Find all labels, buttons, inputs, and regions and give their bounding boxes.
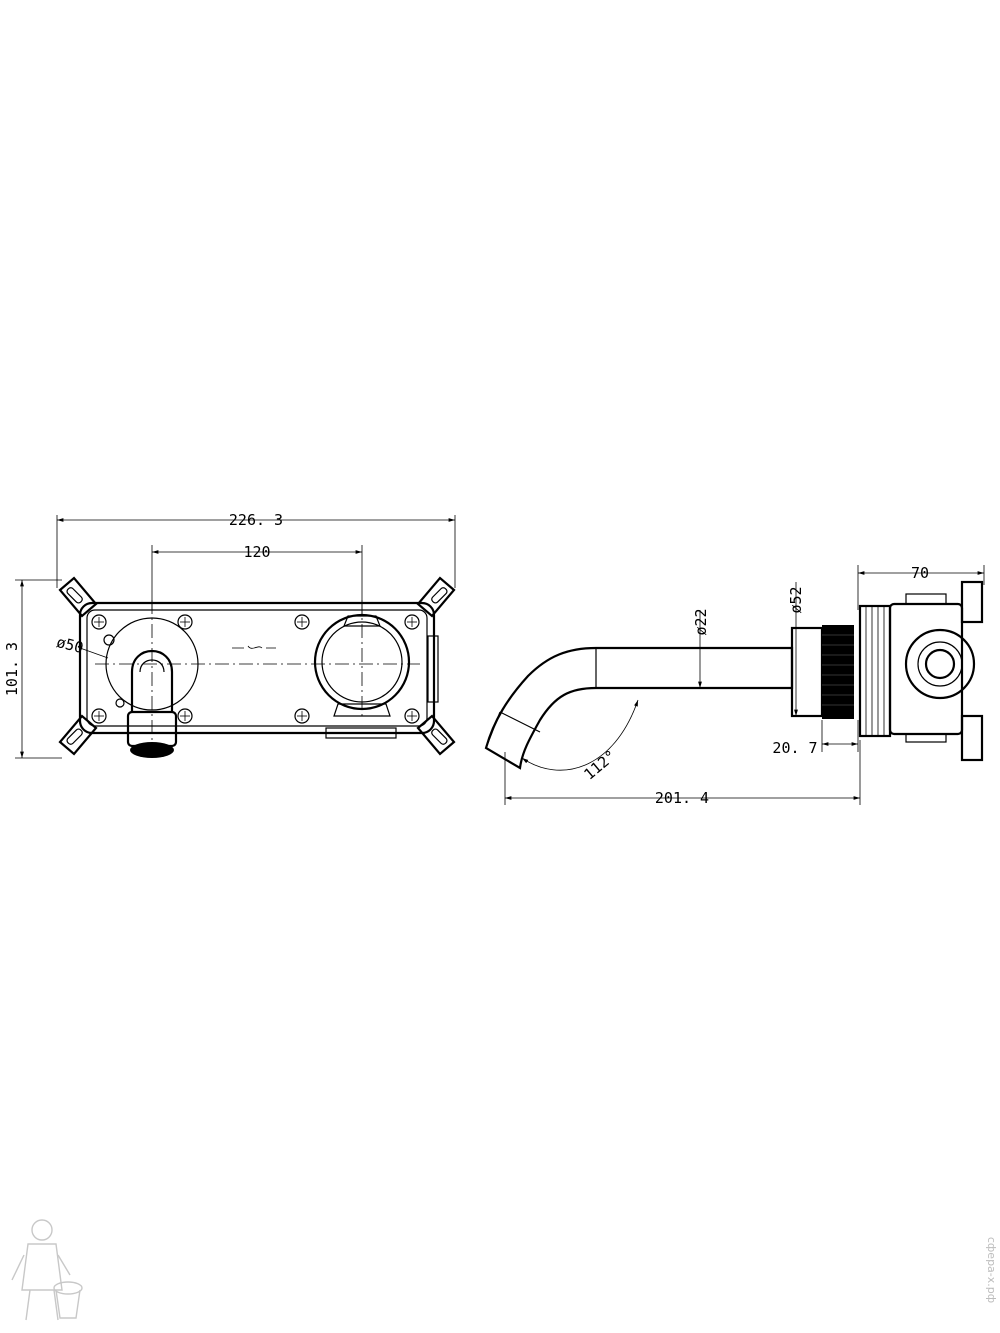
spout-outline: [484, 646, 794, 770]
box-port-mid: [917, 641, 963, 687]
screw: [404, 708, 420, 724]
box-port-inner: [924, 648, 956, 680]
screw: [404, 614, 420, 630]
dim-arc-angle: [521, 699, 639, 771]
dim-spout-diameter: ø22: [692, 608, 710, 635]
mounting-ear-top-left: [58, 576, 98, 618]
box-top-tab: [905, 593, 947, 605]
side-view: 70 ø22 ø52 20. 7 201. 4 112°: [484, 564, 985, 807]
screw: [294, 708, 310, 724]
handle-grip-top: [343, 615, 381, 627]
cover-plate-inner: [86, 609, 428, 727]
mount-bracket-top: [960, 580, 984, 624]
dim-center-distance: 120: [243, 543, 270, 561]
handle-grip-bottom: [333, 703, 391, 717]
spout-flange: [790, 626, 824, 718]
front-view: 226. 3 120 101. 3 ø50: [3, 511, 456, 759]
plumber-mascot-logo: [11, 1219, 83, 1321]
dim-spout-angle: 112°: [580, 746, 619, 783]
dim-flange-thickness: 20. 7: [772, 739, 817, 757]
screw: [91, 708, 107, 724]
cover-side-tab: [427, 635, 439, 703]
small-hole: [115, 698, 125, 708]
cover-plate-outer: [78, 601, 436, 735]
thread-lines: [865, 606, 885, 736]
small-hole: [103, 634, 115, 646]
mounting-ear-top-right: [416, 576, 456, 618]
box-bottom-tab: [905, 733, 947, 743]
knurl-texture: [822, 634, 854, 706]
leader-ø50: [79, 647, 109, 659]
threaded-body: [858, 604, 892, 738]
watermark-site: сфера-х.рф: [985, 1237, 998, 1303]
screw: [91, 614, 107, 630]
dim-projection-depth: 70: [911, 564, 929, 582]
dim-overall-height: 101. 3: [3, 642, 21, 696]
mounting-ear-bottom-left: [58, 714, 98, 756]
mount-bracket-bottom: [960, 714, 984, 762]
spout-tip-edge: [499, 711, 541, 733]
spout-tip-face: [485, 711, 501, 749]
screw: [294, 614, 310, 630]
dim-overall-width: 226. 3: [229, 511, 283, 529]
screw: [177, 614, 193, 630]
brand-mark: [232, 645, 276, 649]
cover-bottom-tab: [325, 727, 397, 739]
aerator: [130, 742, 174, 758]
box-port-outer: [904, 628, 976, 700]
dim-spout-length: 201. 4: [655, 789, 709, 807]
screw: [177, 708, 193, 724]
dim-flange-diameter: ø52: [787, 586, 805, 613]
mounting-ear-bottom-right: [416, 714, 456, 756]
knurled-collar: [822, 625, 854, 719]
